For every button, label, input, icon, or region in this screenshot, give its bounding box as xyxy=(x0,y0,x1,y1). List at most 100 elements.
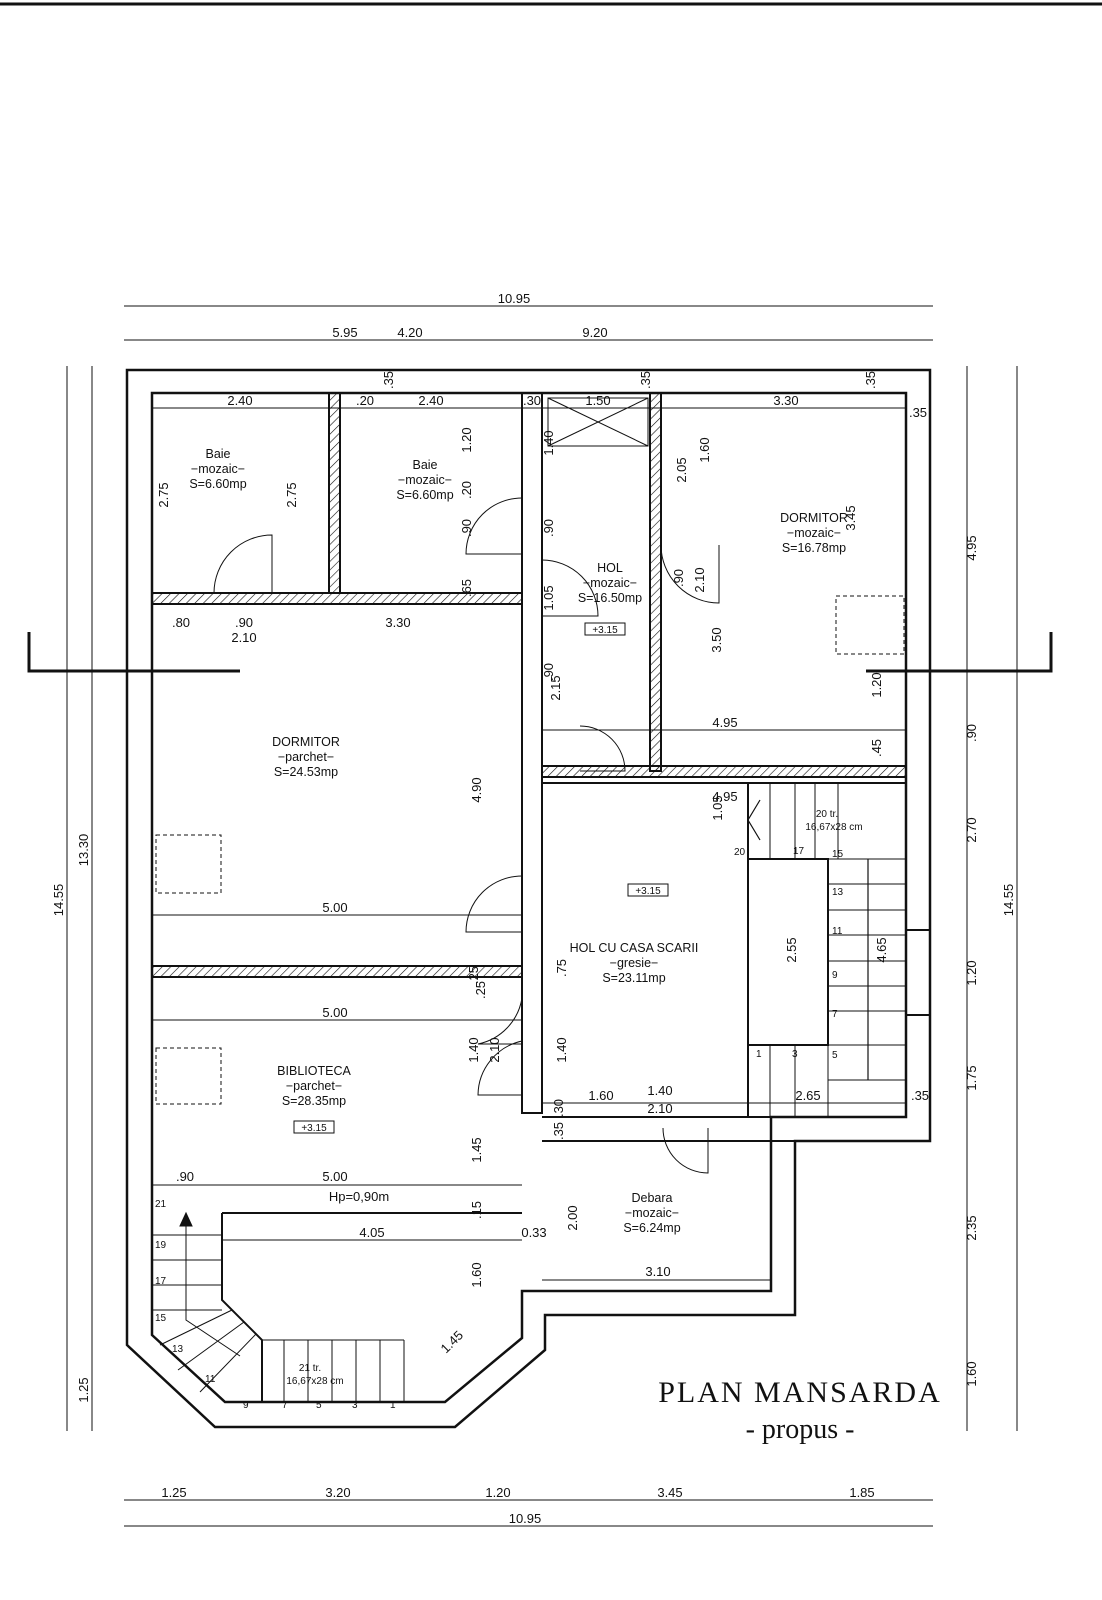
dimension-lines xyxy=(66,305,1018,1527)
dim-interior: 5.00 xyxy=(322,1005,347,1020)
dim-interior: 3.50 xyxy=(709,627,724,652)
dim-interior: .90 xyxy=(541,663,556,681)
room-name: DORMITOR xyxy=(272,735,340,749)
dim-interior: 4.90 xyxy=(469,777,484,802)
exterior-walls xyxy=(125,368,932,1429)
dim-interior: .90 xyxy=(459,519,474,537)
room-finish: −mozaic− xyxy=(398,473,452,487)
dim-interior: .90 xyxy=(671,569,686,587)
room-name: BIBLIOTECA xyxy=(277,1064,351,1078)
step-number: 17 xyxy=(793,846,805,857)
level-marker: +3.15 xyxy=(635,886,661,897)
dim-interior: .90 xyxy=(235,615,253,630)
dim-interior: 1.60 xyxy=(697,437,712,462)
dim-interior: 4.95 xyxy=(712,789,737,804)
dim-interior: 2.55 xyxy=(784,937,799,962)
room-name: DORMITOR xyxy=(780,511,848,525)
dim-interior: 0.33 xyxy=(521,1225,546,1240)
room-finish: −mozaic− xyxy=(625,1206,679,1220)
drawing-title: PLAN MANSARDA xyxy=(658,1376,942,1409)
dim-interior: 1.60 xyxy=(469,1262,484,1287)
dim-interior: .35 xyxy=(638,371,653,389)
dim-interior: .35 xyxy=(863,371,878,389)
step-number: 9 xyxy=(243,1400,249,1411)
dim-interior: 5.00 xyxy=(322,900,347,915)
drawing-title-block: PLAN MANSARDA - propus - xyxy=(560,1376,1040,1446)
room-area: S=6.60mp xyxy=(189,477,246,491)
dim-interior: 3.30 xyxy=(773,393,798,408)
room-area: S=28.35mp xyxy=(282,1094,346,1108)
dim-right-1: 4.95 xyxy=(964,535,979,560)
dim-left-bottom: 1.25 xyxy=(76,1377,91,1402)
level-marker: +3.15 xyxy=(592,625,618,636)
dim-interior: 4.65 xyxy=(874,937,889,962)
dim-interior: .15 xyxy=(469,1201,484,1219)
dim-interior: .90 xyxy=(541,519,556,537)
room-finish: −parchet− xyxy=(278,750,334,764)
dim-right-2: .90 xyxy=(964,724,979,742)
stair-notes: 20 tr. 16,67x28 cm 21 tr. 16,67x28 cm xyxy=(286,809,862,1387)
dim-interior: 4.95 xyxy=(712,715,737,730)
dim-top-a: 5.95 xyxy=(332,325,357,340)
step-number: 17 xyxy=(155,1276,167,1287)
dim-interior: 1.40 xyxy=(647,1083,672,1098)
dim-interior: 2.05 xyxy=(674,457,689,482)
dim-interior: .30 xyxy=(551,1099,566,1117)
dim-interior: 2.40 xyxy=(418,393,443,408)
dim-interior: 1.20 xyxy=(459,427,474,452)
dim-interior: 1.45 xyxy=(438,1328,467,1357)
room-name: Debara xyxy=(632,1191,673,1205)
stair-steps: 20 tr. xyxy=(816,809,838,820)
step-number: 5 xyxy=(316,1400,322,1411)
dim-right-5: 1.75 xyxy=(964,1065,979,1090)
step-number: 11 xyxy=(205,1374,216,1385)
step-number: 1 xyxy=(756,1049,762,1060)
dim-interior: 1.45 xyxy=(469,1137,484,1162)
dim-bottom-1: 1.25 xyxy=(161,1485,186,1500)
dim-interior: 1.40 xyxy=(541,430,556,455)
room-area: S=16.50mp xyxy=(578,591,642,605)
dim-interior: 2.10 xyxy=(647,1101,672,1116)
dim-interior: .35 xyxy=(909,405,927,420)
dim-interior: 2.75 xyxy=(156,482,171,507)
dim-interior: .35 xyxy=(551,1122,566,1140)
stair-right xyxy=(747,783,906,1117)
skylights xyxy=(155,595,905,1105)
dim-right-6: 2.35 xyxy=(964,1215,979,1240)
dim-interior: 4.05 xyxy=(359,1225,384,1240)
stair-steps: 21 tr. xyxy=(299,1363,321,1374)
shaft xyxy=(547,397,649,447)
dim-interior: 2.00 xyxy=(565,1205,580,1230)
room-finish: −parchet− xyxy=(286,1079,342,1093)
dim-bottom-5: 1.85 xyxy=(849,1485,874,1500)
dim-interior: 1.40 xyxy=(554,1037,569,1062)
dim-interior: 1.20 xyxy=(869,672,884,697)
dim-interior: .25 xyxy=(466,966,481,984)
dim-interior: 1.05 xyxy=(541,585,556,610)
dim-bottom-4: 3.45 xyxy=(657,1485,682,1500)
level-markers: +3.15 +3.15 +3.15 xyxy=(293,622,669,1134)
dim-interior: 5.00 xyxy=(322,1169,347,1184)
room-finish: −mozaic− xyxy=(191,462,245,476)
dim-interior: .65 xyxy=(459,579,474,597)
stair-left xyxy=(152,1211,405,1402)
dim-interior: 2.15 xyxy=(548,675,563,700)
level-marker: +3.15 xyxy=(301,1123,327,1134)
headroom-note: Hp=0,90m xyxy=(329,1189,389,1204)
dim-left-outer: 14.55 xyxy=(51,884,66,917)
room-name: HOL xyxy=(597,561,623,575)
step-number: 9 xyxy=(832,970,838,981)
dim-interior: 1.60 xyxy=(588,1088,613,1103)
drawing-subtitle: - propus - xyxy=(745,1414,855,1445)
step-number: 3 xyxy=(792,1049,798,1060)
room-area: S=23.11mp xyxy=(602,971,665,985)
room-finish: −mozaic− xyxy=(583,576,637,590)
step-number: 11 xyxy=(832,926,843,937)
room-name: Baie xyxy=(412,458,437,472)
dim-bottom-2: 3.20 xyxy=(325,1485,350,1500)
dim-interior: .35 xyxy=(911,1088,929,1103)
dim-top-total: 10.95 xyxy=(498,291,531,306)
room-area: S=6.60mp xyxy=(396,488,453,502)
step-number: 15 xyxy=(832,849,844,860)
